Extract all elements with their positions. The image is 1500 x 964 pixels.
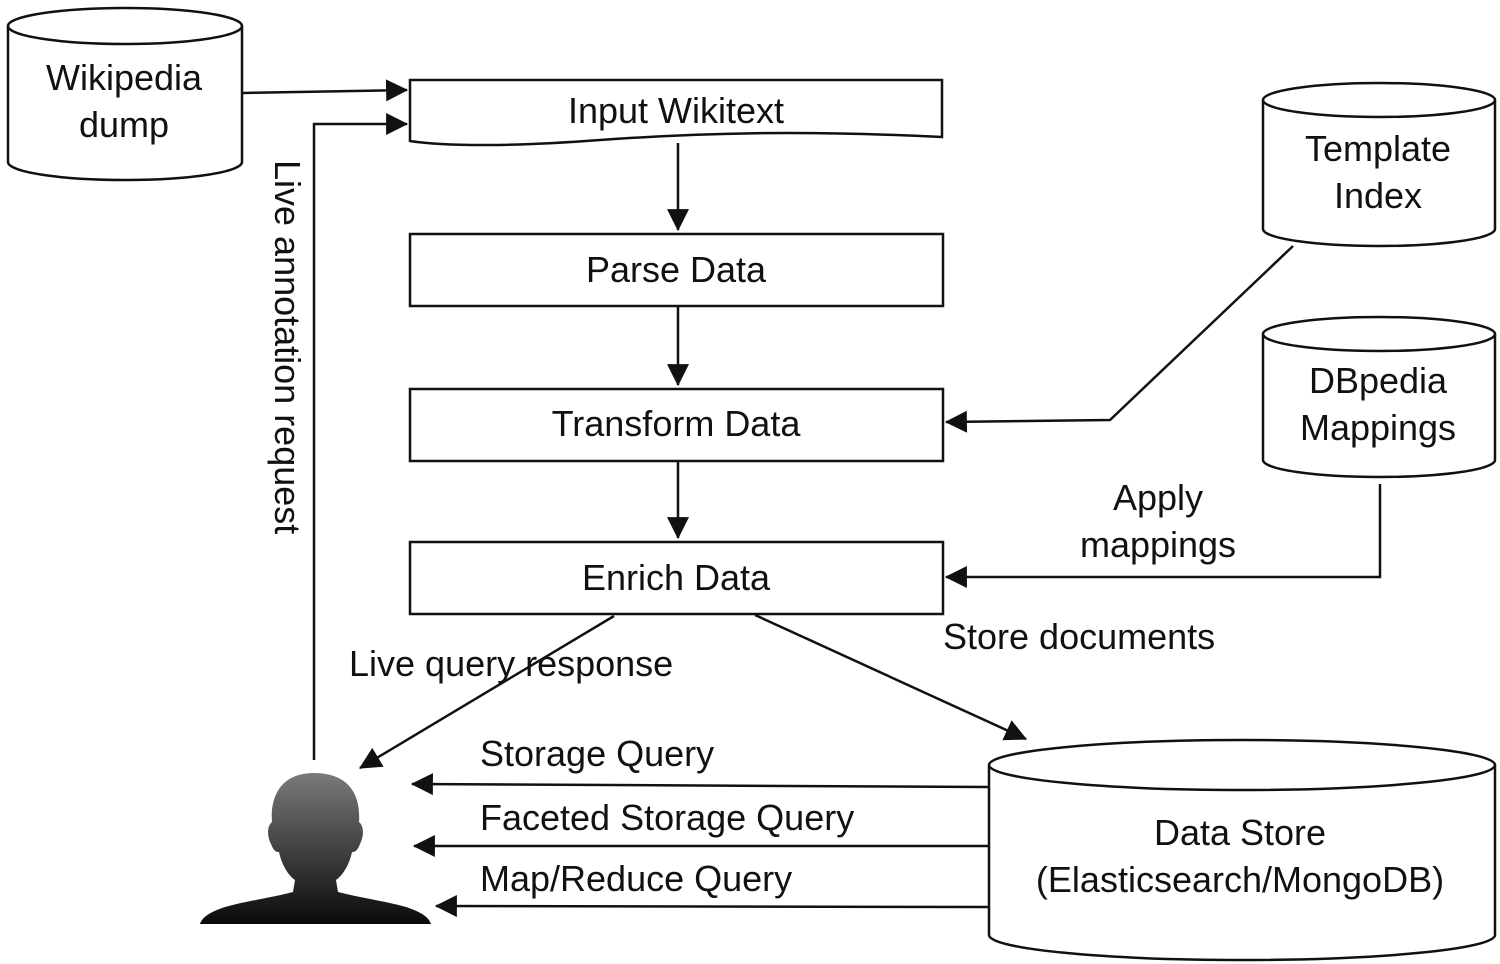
pipeline-edges bbox=[242, 79, 1382, 918]
edge-dump-to-input bbox=[242, 79, 409, 102]
edge-storage-query bbox=[410, 773, 990, 796]
data-store-label-line1: Data Store bbox=[1154, 812, 1326, 853]
apply-mappings-label-line1: Apply bbox=[1113, 477, 1203, 518]
dbpedia-mappings-label-line2: Mappings bbox=[1300, 407, 1456, 448]
map-reduce-query-label: Map/Reduce Query bbox=[480, 858, 792, 899]
template-index-cylinder: Template Index bbox=[1261, 81, 1497, 248]
store-documents-label: Store documents bbox=[943, 616, 1215, 657]
template-index-label-line2: Index bbox=[1334, 175, 1422, 216]
enrich-data-node: Enrich Data bbox=[408, 540, 945, 616]
live-annotation-request-label: Live annotation request bbox=[267, 160, 308, 534]
wikipedia-dump-cylinder: Wikipedia dump bbox=[6, 6, 244, 182]
data-store-label-line2: (Elasticsearch/MongoDB) bbox=[1036, 859, 1444, 900]
apply-mappings-label-line2: mappings bbox=[1080, 524, 1236, 565]
transform-data-node: Transform Data bbox=[408, 387, 945, 463]
edge-live-query-response bbox=[359, 614, 615, 770]
template-index-label-line1: Template bbox=[1305, 128, 1451, 169]
edge-mappings-to-enrich bbox=[944, 484, 1382, 588]
dbpedia-mappings-cylinder: DBpedia Mappings bbox=[1261, 315, 1497, 479]
wikipedia-dump-label-line2: dump bbox=[79, 104, 169, 145]
storage-query-label: Storage Query bbox=[480, 733, 714, 774]
wikipedia-dump-label-line1: Wikipedia bbox=[46, 57, 203, 98]
live-query-response-label: Live query response bbox=[349, 643, 673, 684]
input-wikitext-label: Input Wikitext bbox=[568, 90, 784, 131]
enrich-data-label: Enrich Data bbox=[582, 557, 771, 598]
edge-store-documents bbox=[754, 613, 1028, 741]
edge-live-annotation-request bbox=[312, 113, 409, 760]
edge-template-to-transform bbox=[944, 245, 1294, 433]
data-store-cylinder: Data Store (Elasticsearch/MongoDB) bbox=[987, 738, 1497, 962]
transform-data-label: Transform Data bbox=[552, 403, 802, 444]
edge-map-reduce-query bbox=[434, 895, 990, 918]
dbpedia-mappings-label-line1: DBpedia bbox=[1309, 360, 1448, 401]
input-wikitext-node: Input Wikitext bbox=[408, 78, 944, 147]
parse-data-node: Parse Data bbox=[408, 232, 945, 308]
user-silhouette-icon bbox=[200, 773, 431, 924]
parse-data-label: Parse Data bbox=[586, 249, 767, 290]
faceted-storage-query-label: Faceted Storage Query bbox=[480, 797, 854, 838]
